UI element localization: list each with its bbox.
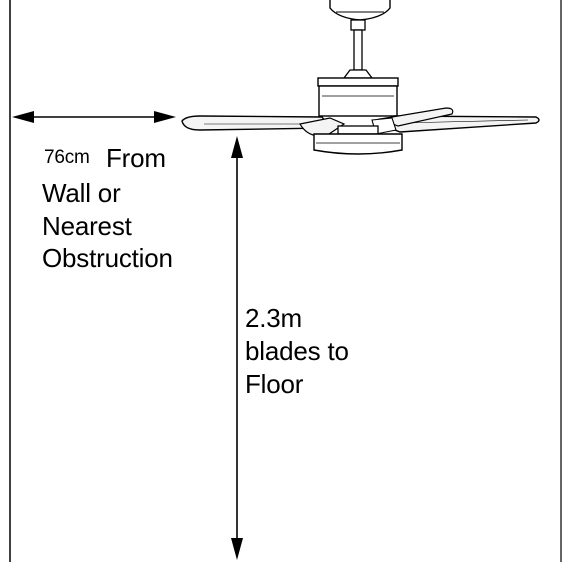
wall-clearance-arrow bbox=[12, 111, 176, 123]
wall-clearance-label-line2: Wall or bbox=[42, 178, 121, 208]
wall-clearance-label-line1: From bbox=[106, 143, 166, 173]
fan-light-kit bbox=[313, 125, 403, 155]
wall-clearance-value: 76cm bbox=[44, 147, 90, 168]
floor-height-label-line2: blades to bbox=[245, 336, 349, 366]
floor-height-value: 2.3m bbox=[245, 303, 303, 333]
fan-canopy bbox=[329, 0, 391, 21]
floor-height-arrow bbox=[231, 136, 243, 560]
wall-clearance-label-line4: Obstruction bbox=[42, 243, 173, 273]
floor-height-label-line3: Floor bbox=[245, 369, 304, 399]
fan-blades bbox=[181, 107, 540, 137]
fan-downrod bbox=[342, 19, 374, 79]
rear-blade bbox=[377, 107, 454, 127]
wall-clearance-label-line3: Nearest bbox=[42, 211, 132, 241]
fan-motor-housing bbox=[317, 77, 399, 117]
